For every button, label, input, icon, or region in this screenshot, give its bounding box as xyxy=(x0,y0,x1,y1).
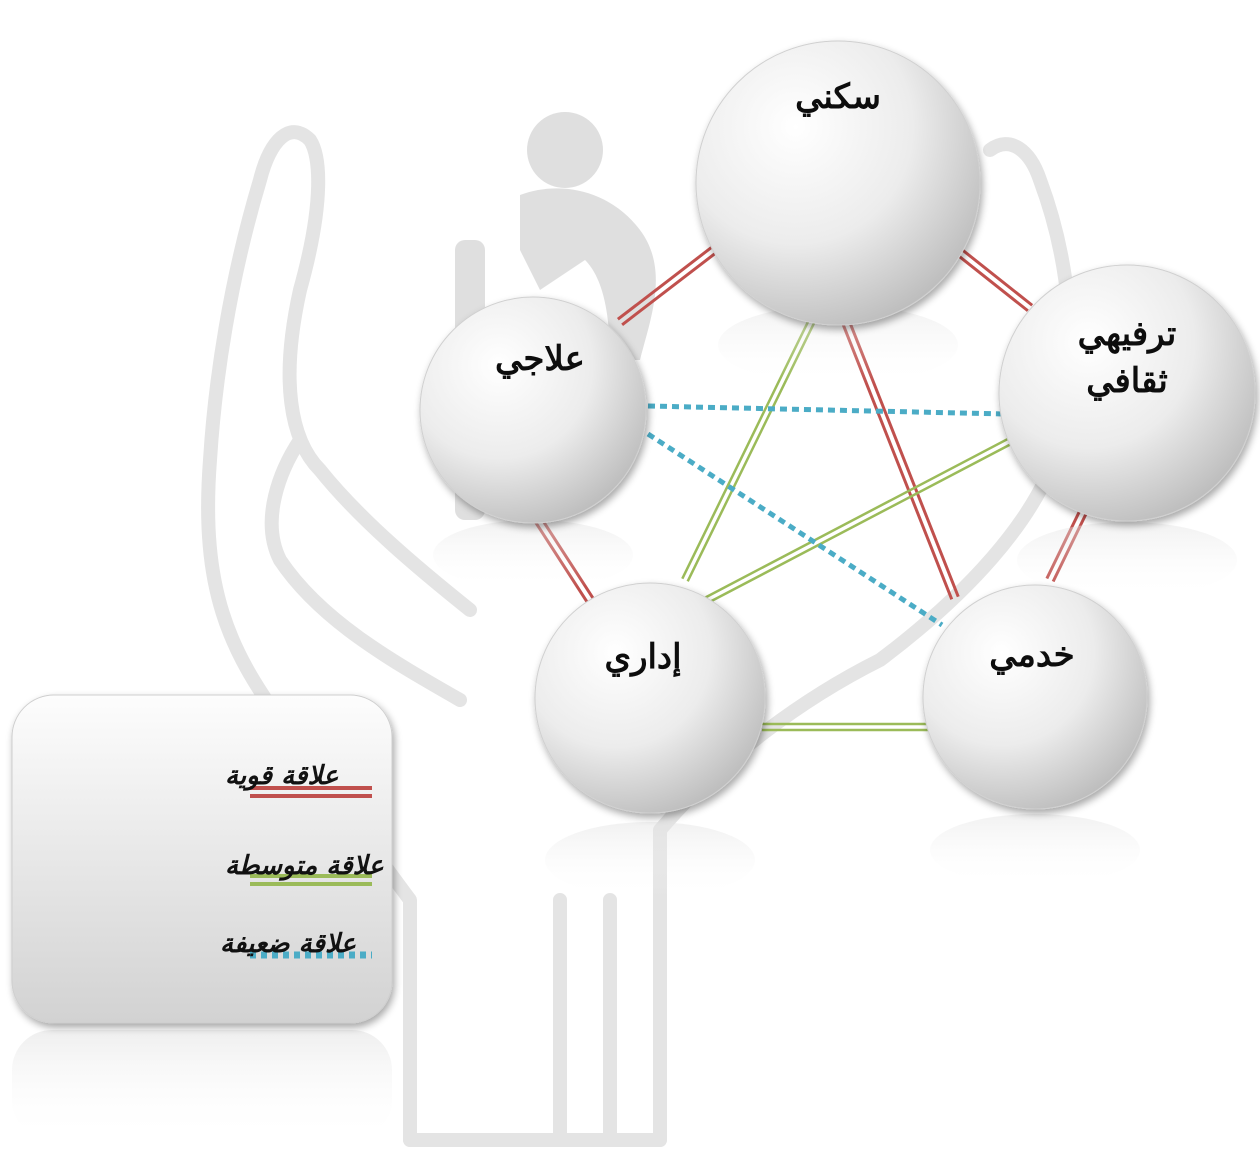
legend-item-weak: علاقة ضعيفة xyxy=(220,929,372,959)
node-administrative: إداري xyxy=(534,582,766,814)
legend-weak-label: علاقة ضعيفة xyxy=(220,929,356,959)
legend-medium-label: علاقة متوسطة xyxy=(225,851,384,881)
node-reflections xyxy=(433,305,1237,898)
node-recreational-label-line1: ترفيهي xyxy=(1078,314,1177,354)
recreational-node-reflection xyxy=(1017,522,1237,598)
legend: علاقة قوية علاقة متوسطة علاقة ضعيفة xyxy=(11,694,393,1140)
edge-line-strong-1 xyxy=(621,244,727,326)
service-node-reflection xyxy=(930,814,1140,886)
edge-therapeutic-service xyxy=(646,431,944,628)
node-residential-label: سكني xyxy=(795,77,881,117)
edge-line-weak xyxy=(647,403,1006,417)
therapeutic-node-reflection xyxy=(433,520,633,590)
edge-line-weak xyxy=(646,431,944,628)
legend-box xyxy=(11,694,393,1024)
legend-strong-label: علاقة قوية xyxy=(225,761,339,791)
edge-residential-therapeutic xyxy=(616,239,727,326)
edge-administrative-service xyxy=(762,722,935,732)
administrative-node-reflection xyxy=(545,822,755,898)
left-thumb-outline xyxy=(264,433,467,707)
nodes-group: سكني علاجي ترفيهي ثقافي إداري خدمي xyxy=(419,40,1256,814)
node-service-label: خدمي xyxy=(989,635,1074,675)
node-therapeutic: علاجي xyxy=(419,296,647,524)
node-service: خدمي xyxy=(922,584,1148,810)
node-administrative-label: إداري xyxy=(604,637,681,677)
node-recreational-label-line2: ثقافي xyxy=(1086,361,1168,401)
edge-line-medium-2 xyxy=(705,433,1018,599)
edge-line-strong-1 xyxy=(949,239,1034,307)
node-therapeutic-label: علاجي xyxy=(495,339,585,379)
edge-line-strong-2 xyxy=(616,239,722,321)
node-recreational: ترفيهي ثقافي xyxy=(998,264,1256,522)
legend-item-strong: علاقة قوية xyxy=(225,761,372,798)
edge-line-medium-1 xyxy=(707,438,1020,604)
node-residential: سكني xyxy=(695,40,981,326)
edge-recreational-administrative xyxy=(705,433,1020,604)
legend-item-medium: علاقة متوسطة xyxy=(225,851,384,886)
center-line xyxy=(403,893,667,1147)
residential-node-reflection xyxy=(718,305,958,385)
legend-reflection xyxy=(12,1030,392,1140)
edge-therapeutic-recreational xyxy=(647,403,1006,417)
